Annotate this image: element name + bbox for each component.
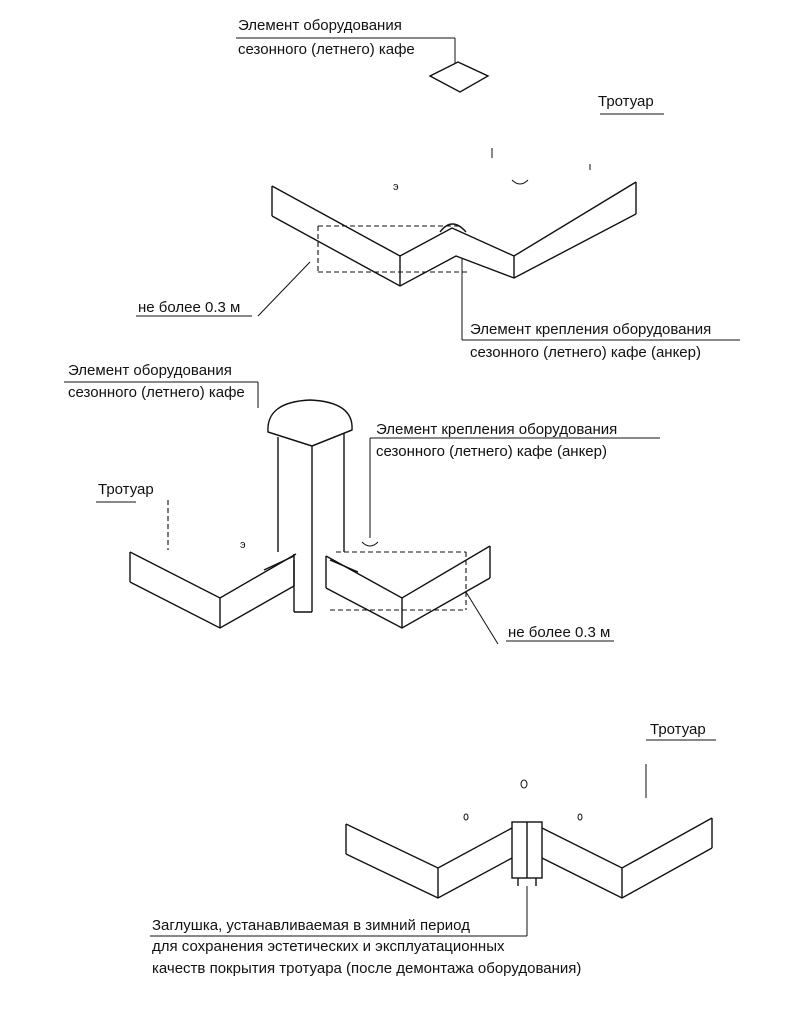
fig1-sidewalk-label: Тротуар [598,93,654,110]
fig1-dimension-frame [257,225,470,317]
fig1-anchor [439,223,467,233]
fig2-sidewalk-section: э [129,539,491,629]
fig3-surface-mark-2 [463,813,469,821]
fig2-equipment-label-line2: сезонного (летнего) кафе [68,384,245,401]
fig2-sidewalk-label: Тротуар [98,481,154,498]
fig1-distance-label: не более 0.3 м [138,299,240,316]
figure-2-installed-with-post: Элемент оборудования сезонного (летнего)… [64,362,660,645]
fig1-equipment-label-line2: сезонного (летнего) кафе [238,41,415,58]
fig1-equipment-plate [428,61,490,93]
fig2-distance-label: не более 0.3 м [508,624,610,641]
fig3-winter-plug [511,821,543,914]
fig1-anchor-label-line2: сезонного (летнего) кафе (анкер) [470,344,701,361]
fig3-sidewalk-label: Тротуар [650,721,706,738]
fig3-plug-label-line2: для сохранения эстетических и эксплуатац… [152,938,505,955]
fig2-anchor-left [263,555,295,571]
fig2-equipment-label-line1: Элемент оборудования [68,362,232,379]
fig2-dimension-frame [330,551,499,645]
figure-1-installed-flush: Элемент оборудования сезонного (летнего)… [136,17,740,361]
fig2-equipment-post [267,399,353,613]
fig2-anchor-label-line2: сезонного (летнего) кафе (анкер) [376,443,607,460]
fig2-anchor-label-line1: Элемент крепления оборудования [376,421,617,438]
fig3-surface-mark-3 [577,813,583,821]
fig1-surface-mark: э [393,181,399,193]
fig3-surface-mark [520,779,528,789]
fig2-anchor-right [329,559,359,573]
fig1-anchor-label-line1: Элемент крепления оборудования [470,321,711,338]
fig3-plug-label-line1: Заглушка, устанавливаемая в зимний перио… [152,917,470,934]
fig2-surface-mark: э [240,539,246,551]
fig1-equipment-label-line1: Элемент оборудования [238,17,402,34]
fig1-sidewalk-section: э [271,179,637,287]
fig3-plug-label-line3: качеств покрытия тротуара (после демонта… [152,960,581,977]
fig3-sidewalk-section [345,817,713,899]
fig2-surface-mark-2 [361,541,379,547]
figure-3-winter-plug: Тротуар Заглушка, устанавливаемая в зимн [150,721,716,977]
fig1-surface-mark-2 [511,179,529,185]
